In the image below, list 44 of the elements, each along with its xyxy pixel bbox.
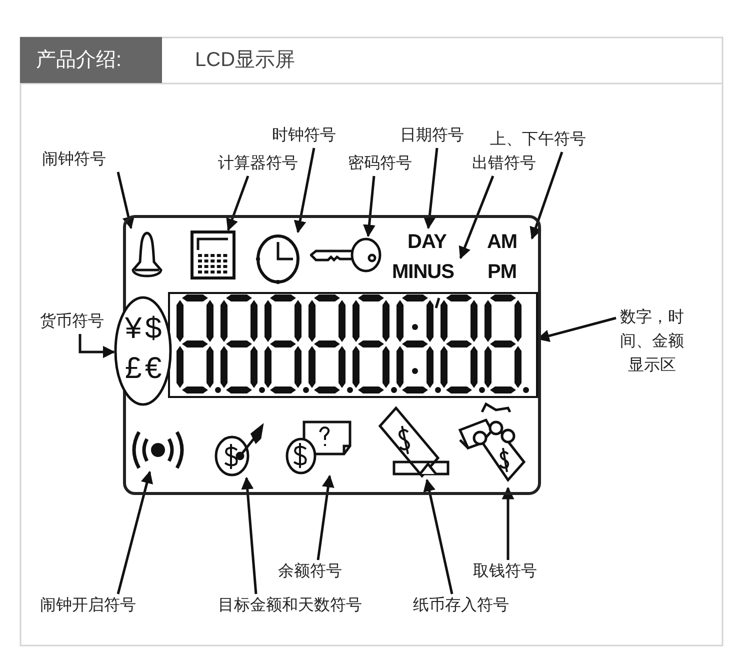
clock-icon (255, 232, 301, 284)
callout-label: 上、下午符号 (490, 128, 615, 152)
key-icon (310, 236, 382, 274)
currency-symbol: € (145, 351, 162, 387)
leader-arrow (423, 148, 438, 230)
section-title: LCD显示屏 (195, 48, 296, 73)
leader-arrow (316, 474, 334, 560)
lcd-indicator-text: MINUS (378, 258, 468, 288)
leader-arrow (241, 476, 258, 594)
leader-arrow (294, 148, 316, 234)
callout-label: 密码符号 (348, 152, 428, 176)
balance-coin-note-icon (284, 418, 354, 476)
leader-arrow (78, 334, 116, 358)
callout-label: 闹钟符号 (42, 148, 132, 172)
lcd-indicator-text: DAY (392, 228, 462, 256)
seven-segment-display-drawing (168, 292, 538, 398)
calculator-icon (190, 230, 236, 280)
lcd-indicator-text: AM (486, 230, 518, 255)
callout-label: 数字，时间、金额显示区 (616, 306, 688, 378)
leader-arrow (226, 176, 250, 232)
callout-label: 出错符号 (472, 152, 552, 176)
callout-label: 日期符号 (400, 124, 480, 148)
callout-label: 闹钟开启符号 (40, 594, 155, 618)
callout-label: 时钟符号 (272, 124, 362, 148)
section-tab: 产品介绍: (20, 37, 162, 83)
currency-symbol: £ (125, 351, 142, 387)
callout-label: 货币符号 (40, 310, 120, 334)
leader-arrow (116, 470, 153, 594)
lcd-indicator-text: PM (486, 260, 518, 285)
leader-arrow (116, 172, 135, 230)
leader-arrow (502, 486, 514, 560)
callout-label: 目标金额和天数符号 (218, 594, 388, 618)
leader-arrow (363, 176, 376, 238)
callout-label: 纸币存入符号 (413, 594, 528, 618)
leader-arrow (530, 152, 564, 240)
banknote-deposit-icon (376, 406, 452, 480)
currency-symbol: $ (145, 311, 162, 347)
lcd-frame (123, 215, 541, 495)
callout-label: 余额符号 (278, 560, 358, 584)
callout-label: 计算器符号 (218, 152, 318, 176)
leader-arrow (423, 478, 454, 594)
leader-arrow (458, 176, 494, 260)
callout-label: 取钱符号 (473, 560, 553, 584)
currency-symbol: ¥ (125, 311, 142, 347)
